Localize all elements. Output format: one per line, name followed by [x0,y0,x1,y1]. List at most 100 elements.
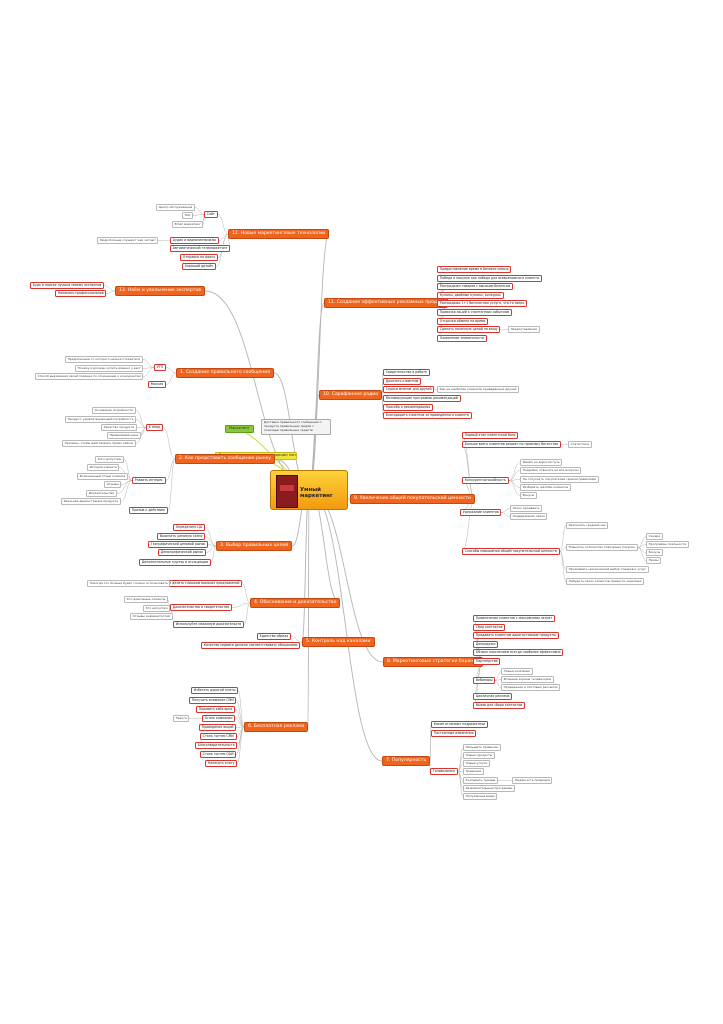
branch-7-puzzle[interactable]: Головоломка [430,768,458,775]
branch-7-popularity[interactable]: 7. Популярность [382,756,430,766]
branch-13-hire-pros[interactable]: Нанимать профессионалов [55,290,106,297]
branch-9-complaints[interactable]: Разбирать жалобы клиентов [520,484,571,491]
branch-8-call-explain[interactable]: Обзвон пояснением всегда наиболее эффект… [473,649,563,656]
branch-9-wealth[interactable]: Больше всего клиентов решает по признаку… [462,441,561,448]
branch-8-contact-call[interactable]: Вызов для сбора контактов [473,702,525,709]
branch-5-image[interactable]: Единство образа [257,633,291,640]
branch-9-first-stage[interactable]: Первый этап клиентской базе [462,432,518,439]
branch-9-discounts[interactable]: Скидки [646,533,663,540]
branch-6-promotions[interactable]: Проведение акций [199,724,236,731]
branch-10-thank-clients[interactable]: Благодарить клиентов за приведённого кли… [383,412,472,419]
branch-8-mailings[interactable]: Проведение и почтовых рассылок [501,684,560,691]
branch-5-service-quality[interactable]: Качество сервиса должно соответствовать … [201,642,300,649]
branch-4-proof[interactable]: 4. Обоснование и доказательство [250,598,340,608]
branch-9-competitiveness[interactable]: Конкурентоспособность [462,477,509,484]
branch-13-experts[interactable]: 13. Наём и увольнение экспертов [115,286,205,296]
branch-11-time-business[interactable]: Предоставление время в бизнесе сквозь [437,266,511,273]
branch-9-easy-sell[interactable]: Легко продавать [510,505,542,512]
branch-3-groups[interactable]: Дополнительные группы и ассоциации [139,559,211,566]
branch-2-price[interactable]: Приемлемая цена [107,432,141,439]
branch-6-show-bright[interactable]: Проявить себя ярко [196,706,235,713]
branch-7-people-tradition[interactable]: Людям есть традиция [512,777,552,784]
branch-7-popular-things[interactable]: Популярные вещи [463,793,497,800]
branch-2-proofs[interactable]: Доказательства [86,490,117,497]
central-topic[interactable]: Умный маркетинг [270,470,348,510]
branch-6-avoid-pay[interactable]: Избегать дорогой платы [191,687,238,694]
branch-11-provision[interactable]: Предоставление [508,326,540,333]
branch-8-acquire-clients[interactable]: Привлечение клиентов с максимумом затрат [473,615,555,622]
branch-8-expensive-products[interactable]: Продавать клиентам дорогостоящие продукт… [473,632,559,639]
branch-2-present[interactable]: 2. Как представить сообщение рынку [175,454,275,464]
branch-9-keep-contact[interactable]: Поддержание связи [510,513,547,520]
branch-4-who[interactable]: Кто допустим [143,605,170,612]
branch-6-media-attention[interactable]: Получить внимание СМИ [189,697,236,704]
branch-1-message[interactable]: 1. Создание правильного сообщения [176,368,274,378]
branch-2-need[interactable]: Основание потребности [92,407,136,414]
branch-9-cyclic-choice[interactable]: Продлевать циклический выбор товаров и у… [566,566,649,573]
branch-13-seek-experts[interactable]: Будь в поиске лучших своему экспертов [30,282,104,289]
branch-1-usp[interactable]: УТП [154,364,166,371]
branch-11-celebrity[interactable]: Оживление знаменитости [437,335,487,342]
branch-12-faq[interactable]: FAQ [182,212,193,219]
branch-6-charity[interactable]: Благотворительность [195,742,237,749]
branch-4-no-high-offers[interactable]: Не делать слишком высоких предложений [164,580,242,587]
branch-9-referrals[interactable]: Побудить своих клиентов привести знакомы… [566,578,644,585]
branch-2-interest[interactable]: Развить интерес [132,477,166,484]
branch-2-pain-review[interactable]: Болезненный отзыв клиента [77,473,128,480]
branch-8-collect-contacts[interactable]: Сбор контактов [473,624,505,631]
branch-1-usp-offer[interactable]: Предложение от которого нельзя отказатьс… [65,356,143,363]
branch-7-habits[interactable]: Насыщать привычки [463,744,501,751]
branch-3-price-scheme[interactable]: Выяснить ценовую схему [157,533,205,540]
branch-9-keep-buyers[interactable]: Не отпускать покупателей своими правилам… [520,476,599,483]
branch-1-usp-position[interactable]: Способ выражения своей позиции по отноше… [35,373,143,380]
branch-3-define-ta[interactable]: Определить ЦА [173,524,205,531]
branch-2-act-now[interactable]: Причины, чтобы действовать прямо сейчас [62,440,136,447]
branch-12-audio-video[interactable]: Аудио и видеоматериалы [170,237,219,244]
branch-7-trends[interactable]: Учитывать тренды [463,777,498,784]
branch-7-changes[interactable]: Постоянные изменения [431,730,476,737]
branch-12-design[interactable]: Хороший дизайн [182,263,216,270]
branch-4-hard-use[interactable]: Никогда это больше будет сложно использо… [87,580,170,587]
branch-9-bonuses-2[interactable]: Бонусы [646,549,663,556]
branch-2-six-pillars[interactable]: 6 опор [146,424,163,431]
branch-8-webinars[interactable]: Вебинары [473,677,495,684]
branch-2-product[interactable]: Продукт, удовлетворяющий потребность [65,416,136,423]
branch-2-who[interactable]: Кого допустим [95,456,124,463]
branch-4-happy-clients[interactable]: Кто довольные клиенты [124,596,168,603]
branch-6-write-book[interactable]: Написать книгу [205,760,237,767]
branch-4-max-proofs[interactable]: Используйте максимум доказательств [173,621,244,628]
branch-11-win-purchase[interactable]: Победа в покупке как победа для всевозмо… [437,275,542,282]
branch-8-cyclic-ads[interactable]: Цикличная реклама [473,693,512,700]
branch-10-ask-friends[interactable]: Спроси мнение для друзей [383,386,434,393]
branch-10-word-of-mouth[interactable]: 10. Сарафанное радио [319,390,382,400]
branch-12-new-tech[interactable]: 12. Новые маркетинговые технологии [228,229,329,239]
branch-9-repeat-buys[interactable]: Повысить количество повторных покупок [566,544,638,551]
branch-1-usp-why[interactable]: Почему я должен купить именно у вас? [75,365,143,372]
branch-8-new-companies[interactable]: Новые компании [501,668,533,675]
branch-2-quality[interactable]: Качество продукта [101,424,137,431]
branch-11-one-plus-one[interactable]: Распродажа 1+1 бесплатная услуга, что-то… [437,300,527,307]
branch-7-new-products[interactable]: Новые продукты [463,752,495,759]
branch-5-channels[interactable]: 5. Контроль над каналами [302,637,375,647]
branch-7-new-services[interactable]: Новые услуги [463,760,490,767]
branch-3-demo-market[interactable]: Демографический рынок [158,549,206,556]
branch-12-telemarketing[interactable]: Автоматический телемаркетинг [170,245,230,252]
branch-10-testimonials[interactable]: Свидетельства в работе [383,369,430,376]
branch-7-traditions[interactable]: Традиции [463,768,484,775]
branch-8-big-tv[interactable]: Большие экраны телевизоров [501,676,554,683]
branch-1-mission[interactable]: Миссия [148,381,166,388]
marketing-label[interactable]: Маркетинг [225,425,254,433]
branch-6-press[interactable]: Пресса [173,715,189,722]
branch-8-upsell[interactable]: Допродажи [473,641,498,648]
branch-9-value-methods[interactable]: Способы повышения общей покупательской ц… [462,548,560,555]
branch-8-strategies[interactable]: 8. Маркетинговые стратегии баранов [383,657,483,667]
branch-6-company-fire[interactable]: Огонь компании [202,715,235,722]
branch-11-ad-sales[interactable]: 11. Создание эффективных рекламных прода… [324,298,448,308]
branch-6-free-ads[interactable]: 6. Бесплатная реклама [244,722,308,732]
branch-9-bonuses[interactable]: Бонусы [520,492,537,499]
branch-11-cash-price[interactable]: Сделать наличную ценой на вашу [437,326,500,333]
branch-11-spontaneous[interactable]: Привязка акций к спонтанным событиям [437,309,512,316]
branch-3-geo[interactable]: Географический ценовой рынок [148,541,208,548]
branch-12-service-center[interactable]: Центр обслуживания [156,204,195,211]
branch-12-email[interactable]: Email маркетинг [172,221,203,228]
